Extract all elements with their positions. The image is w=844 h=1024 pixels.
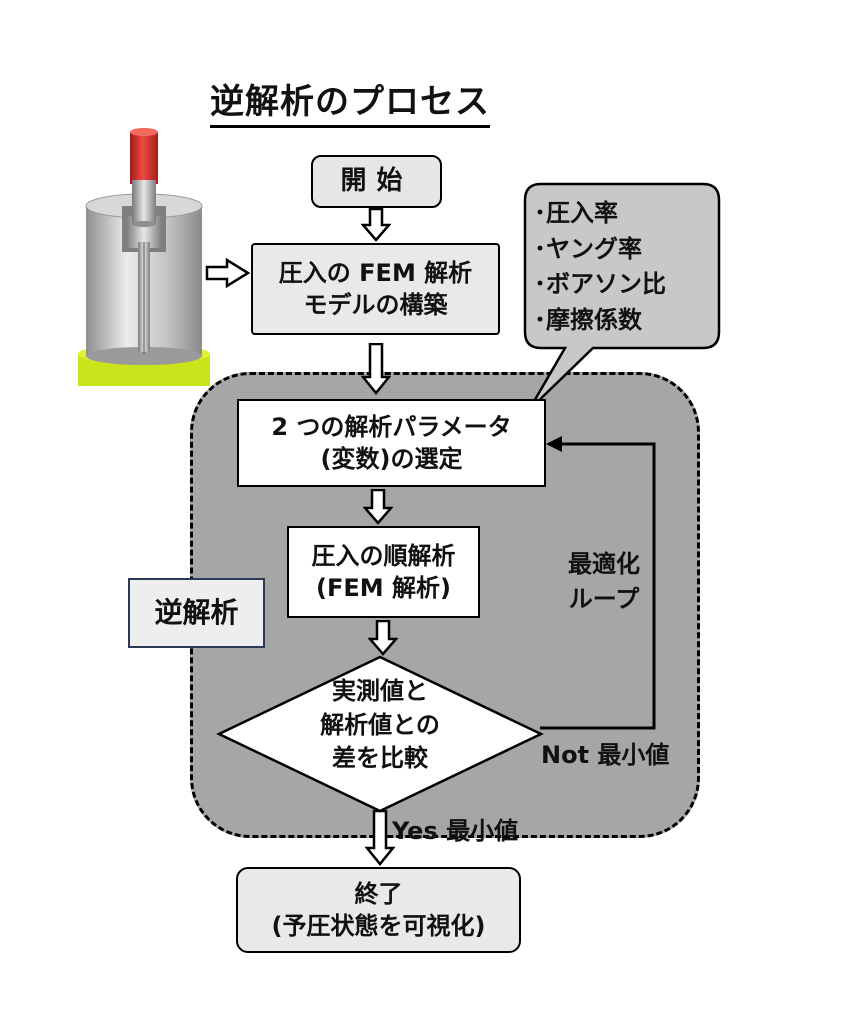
end-box: 終了 (予圧状態を可視化) [236, 867, 521, 953]
fem-model-line: 圧入の FEM 解析 [278, 258, 473, 287]
end-line: 終了 [354, 879, 403, 908]
loop-arrowhead-icon [546, 436, 562, 452]
down-hollow-arrow-icon [365, 810, 395, 866]
callout-item: ･ボアソン比 [534, 270, 666, 299]
compare-line: 差を比較 [332, 744, 428, 773]
forward-analysis-line: 圧入の順解析 [311, 541, 456, 570]
parameter-selection-line: 2 つの解析パラメータ [271, 412, 512, 441]
not-minimum-label: Not 最小値 [541, 741, 670, 769]
fem-model-line: モデルの構築 [303, 291, 448, 319]
parameter-callout-bubble [523, 182, 721, 411]
compare-line: 実測値と [332, 677, 428, 705]
optimization-loop-line [540, 436, 656, 730]
press-fit-cylinder-illustration [78, 128, 210, 386]
down-hollow-arrow-icon [361, 208, 391, 242]
down-hollow-arrow-icon [361, 343, 391, 395]
rod-shaft [132, 180, 156, 224]
forward-analysis-box: 圧入の順解析 (FEM 解析) [287, 526, 480, 618]
compare-line: 解析値との [320, 710, 440, 739]
compare-text: 実測値と 解析値との 差を比較 [300, 675, 460, 776]
page-title: 逆解析のプロセス [210, 74, 490, 128]
callout-item: ･圧入率 [534, 199, 618, 227]
optimization-loop-label: 最適化 ループ [568, 547, 640, 617]
callout-item: ･摩擦係数 [534, 305, 642, 334]
end-line: (予圧状態を可視化) [271, 912, 486, 940]
callout-parameter-list: ･圧入率 ･ヤング率 ･ボアソン比 ･摩擦係数 [534, 196, 666, 338]
parameter-selection-box: 2 つの解析パラメータ (変数)の選定 [237, 399, 546, 487]
start-box: 開始 [311, 155, 442, 208]
loop-label-line: 最適化 [568, 550, 640, 578]
callout-item: ･ヤング率 [534, 234, 642, 263]
compare-decision-diamond [216, 655, 544, 813]
loop-label-line: ループ [568, 584, 640, 613]
down-hollow-arrow-icon [363, 489, 393, 525]
parameter-selection-line: (変数)の選定 [320, 445, 463, 473]
red-rod-top [130, 128, 158, 136]
outer-cylinder-bottom [86, 347, 202, 365]
fem-model-box: 圧入の FEM 解析 モデルの構築 [251, 243, 500, 335]
forward-analysis-line: (FEM 解析) [316, 574, 451, 602]
right-hollow-arrow-icon [205, 258, 251, 288]
inverse-analysis-label: 逆解析 [128, 578, 265, 648]
red-rod [130, 132, 158, 184]
yes-minimum-label: Yes 最小値 [392, 817, 519, 845]
down-hollow-arrow-icon [368, 620, 398, 656]
